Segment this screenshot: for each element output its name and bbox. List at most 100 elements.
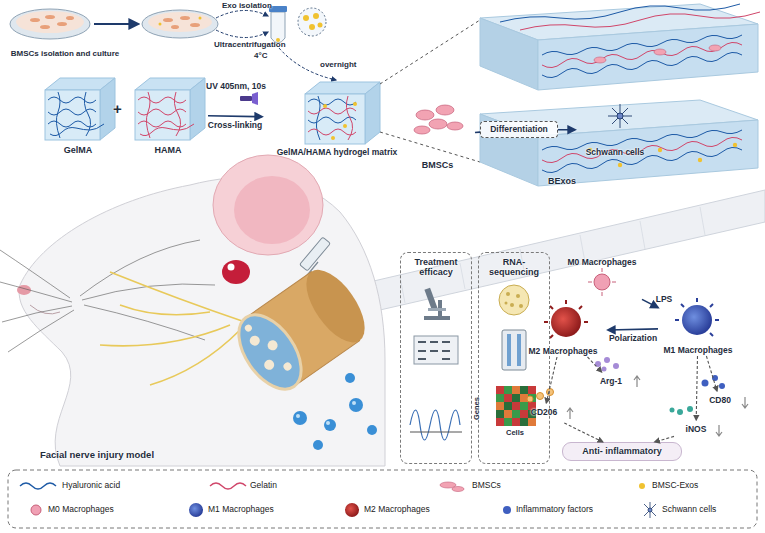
node-text: BMSCs isolation and culture: [11, 49, 119, 58]
m1-macrophage: [675, 298, 719, 336]
connector-arrow: [696, 356, 697, 420]
flow-arrow: [216, 10, 268, 18]
centrifuge-tube: [269, 6, 287, 43]
connector-arrow: [208, 116, 262, 117]
legend-sample: [20, 483, 56, 489]
gelma-cube: [45, 78, 115, 140]
legend-sample: [639, 483, 645, 489]
legend-frame: [8, 470, 757, 528]
plus-sign: +: [113, 100, 122, 117]
hydrogel-cube: [305, 82, 380, 144]
rat-illustration: [0, 155, 385, 466]
node-text: iNOS: [686, 425, 707, 435]
blot-icon: [414, 336, 458, 364]
microscope-icon: [424, 288, 450, 320]
node-text: GelMA: [64, 145, 93, 155]
uv-lamp: [240, 92, 258, 105]
bmsc-node: BMSCs: [400, 100, 475, 170]
signal-curve-icon: [410, 410, 462, 440]
connector-arrow: [655, 436, 674, 442]
node-text: Anti- inflammatory: [582, 446, 662, 456]
marker-node: iNOS: [674, 420, 718, 440]
schwann-node: Schwann cells: [575, 102, 655, 158]
cd80-particles: [702, 375, 726, 389]
legend-text: M0 Macrophages: [48, 504, 114, 514]
culture-dish-node: BMSCs isolation and culture: [0, 4, 130, 58]
macrophage-node: M2 Macrophages: [518, 305, 608, 357]
legend-text: Inflammatory factors: [516, 504, 593, 514]
connector-arrow: [564, 423, 603, 442]
legend-sample: [644, 502, 656, 518]
legend-text: M1 Macrophages: [208, 504, 274, 514]
step-note: Ultracentrifugation: [214, 40, 286, 49]
node-text: RNA-sequencing: [479, 257, 549, 278]
method-box: Treatment efficacy: [400, 252, 472, 464]
sample-dish-icon: [499, 285, 529, 315]
node-text: BMSCs: [422, 160, 454, 170]
gelma-node: GelMA: [38, 75, 118, 155]
bmsc-cluster: [414, 105, 463, 134]
arg1-particles: [595, 357, 619, 372]
node-text: Differentiation: [490, 125, 548, 135]
legend-text: Schwann cells: [662, 504, 716, 514]
m0-macrophage: [588, 268, 616, 296]
edge-label: Polarization: [609, 334, 657, 344]
schwann-cell: [608, 104, 632, 128]
level-arrows: [567, 376, 748, 436]
axis-label: Genes: [473, 397, 482, 420]
flow-arrow: [94, 23, 138, 25]
node-text: Arg-1: [600, 377, 622, 387]
component-label: BExos: [548, 176, 576, 186]
condition-note: 4°C: [254, 51, 267, 60]
zoom-line: [380, 132, 480, 162]
hama-cube: [135, 78, 205, 140]
legend-text: Hyaluronic acid: [62, 480, 120, 490]
condition-note: overnight: [320, 60, 356, 69]
legend-text: BMSC-Exos: [652, 480, 698, 490]
node-text: M2 Macrophages: [529, 347, 598, 357]
legend-sample: [210, 483, 246, 489]
legend-text: BMSCs: [472, 480, 501, 490]
connector-arrow: [608, 329, 658, 330]
outcome-box: Anti- inflammatory: [562, 442, 682, 461]
inos-particles: [670, 406, 694, 415]
node-text: CD206: [531, 408, 557, 418]
connector-arrow: [546, 357, 557, 403]
legend-sample: [189, 503, 203, 517]
connector-arrow: [475, 131, 480, 133]
flow-arrow: [216, 30, 268, 38]
axis-label: Cells: [506, 429, 524, 438]
macrophage-node: M0 Macrophages: [562, 258, 642, 300]
edge-label: LPS: [656, 295, 673, 305]
process-box: Differentiation: [480, 121, 558, 138]
hama-node: HAMA: [128, 75, 208, 155]
node-text: GelMA/HAMA hydrogel matrix: [277, 148, 398, 158]
legend-sample: [503, 506, 511, 514]
culture-dish: [10, 9, 90, 39]
node-text: Schwann cells: [586, 148, 645, 158]
legend-text: Gelatin: [250, 480, 277, 490]
condition-note: UV 405nm, 10s: [206, 82, 266, 92]
legend-sample: [345, 503, 359, 517]
marker-node: CD206: [520, 403, 568, 423]
exosome-zoom: [298, 8, 326, 36]
connector-arrow: [558, 129, 575, 131]
marker-node: CD80: [698, 391, 742, 411]
hydrogel-node: GelMA/HAMA hydrogel matrix: [262, 78, 412, 158]
legend-sample: [31, 505, 41, 515]
flow-cell-icon: [502, 330, 526, 370]
connector-arrow: [588, 357, 602, 372]
step-note: Exo isolation: [222, 1, 272, 10]
m2-macrophage: [544, 300, 588, 338]
edge-label: Cross-linking: [208, 121, 262, 131]
zoom-line: [380, 20, 480, 84]
heatmap-icon: [496, 386, 536, 426]
marker-node: Arg-1: [588, 372, 634, 392]
connector-arrow: [706, 356, 717, 391]
hydrogel-slab: [480, 100, 758, 186]
nerve-conduit: [226, 260, 376, 400]
connector-arrow: [642, 299, 658, 307]
